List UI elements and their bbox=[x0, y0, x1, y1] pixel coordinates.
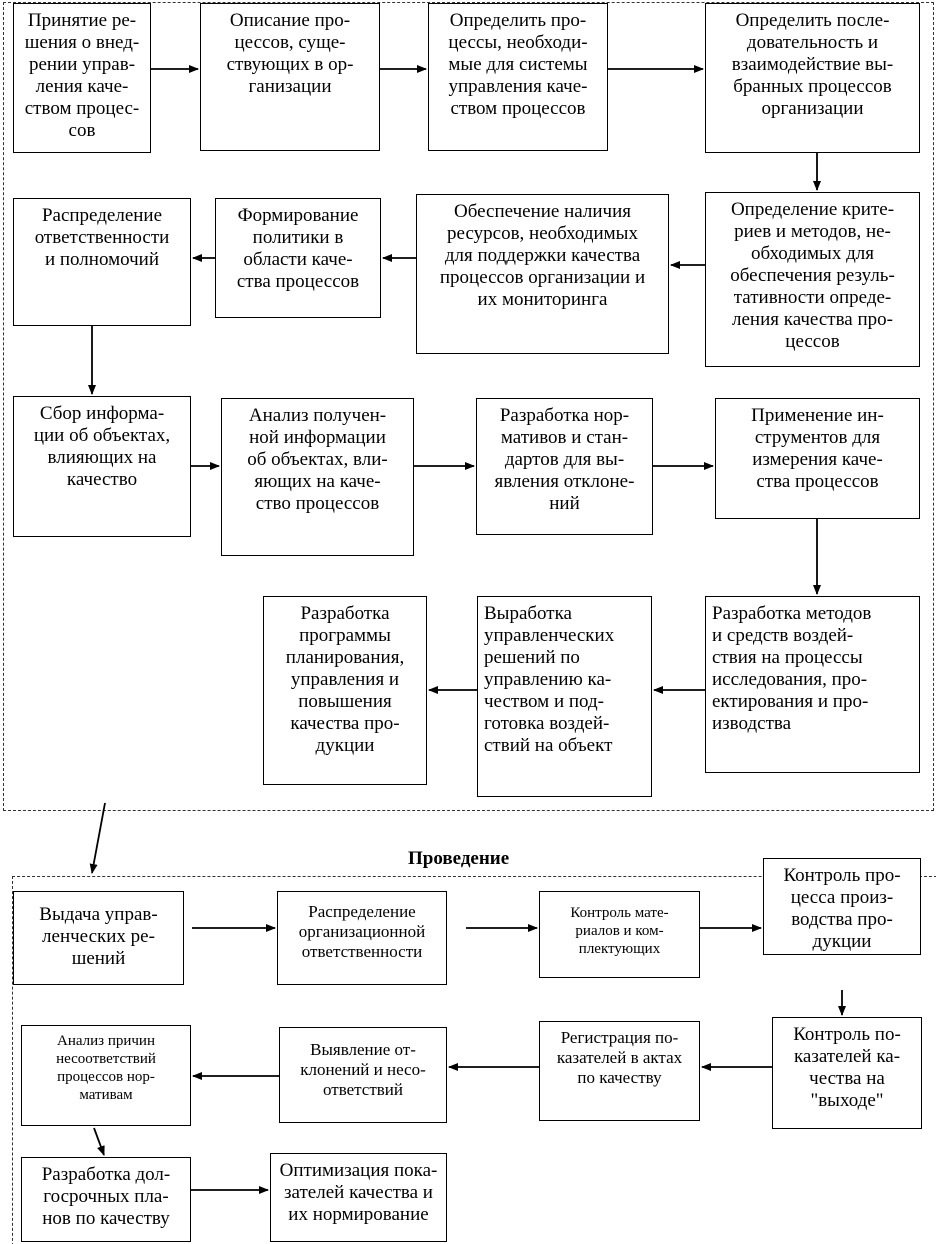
decision-to-implement-box: Принятие ре- шения о внед- рении управ- … bbox=[13, 3, 151, 153]
define-sequence-box: Определить после- довательность и взаимо… bbox=[705, 3, 920, 153]
measurement-tools-box: Применение ин- струментов для измерения … bbox=[715, 398, 920, 519]
control-production-box: Контроль про- цесса произ- водства про- … bbox=[763, 858, 921, 955]
develop-program-box: Разработка программы планирования, управ… bbox=[263, 596, 427, 785]
quality-policy-box: Формирование политики в области каче- ст… bbox=[215, 198, 381, 318]
management-decisions-box: Выработка управленческих решений по упра… bbox=[477, 596, 652, 797]
control-materials-box: Контроль мате- риалов и ком- плектующих bbox=[539, 891, 700, 978]
assign-responsibility-box: Распределение ответственности и полномоч… bbox=[13, 198, 191, 326]
register-indicators-box: Регистрация по- казателей в актах по кач… bbox=[539, 1021, 700, 1121]
collect-information-box: Сбор информа- ции об объектах, влияющих … bbox=[13, 396, 191, 537]
optimize-indicators-box: Оптимизация пока- зателей качества и их … bbox=[270, 1153, 447, 1242]
ensure-resources-box: Обеспечение наличия ресурсов, необходимы… bbox=[416, 194, 669, 354]
arrow-planning-to-execution bbox=[89, 802, 106, 874]
analyze-information-box: Анализ получен- ной информации об объект… bbox=[221, 398, 414, 556]
describe-processes-box: Описание про- цессов, суще- ствующих в о… bbox=[200, 3, 380, 151]
identify-deviations-box: Выявление от- клонений и несо- ответстви… bbox=[279, 1027, 447, 1123]
develop-standards-box: Разработка нор- мативов и стан- дартов д… bbox=[476, 398, 653, 535]
planning-frame bbox=[3, 2, 934, 811]
control-output-box: Контроль по- казателей ка- чества на "вы… bbox=[772, 1017, 922, 1129]
long-term-plans-box: Разработка дол- госрочных пла- нов по ка… bbox=[21, 1157, 191, 1242]
issue-decisions-box: Выдача управ- ленческих ре- шений bbox=[13, 891, 184, 985]
execution-frame bbox=[12, 876, 936, 1244]
assign-org-responsibility-box: Распределение организационной ответствен… bbox=[277, 891, 447, 985]
define-required-processes-box: Определить про- цессы, необходи- мые для… bbox=[428, 3, 608, 151]
define-criteria-box: Определение крите- риев и методов, не- о… bbox=[705, 192, 920, 367]
develop-methods-box: Разработка методов и средств воздей- ств… bbox=[705, 596, 920, 773]
analyze-nonconformity-box: Анализ причин несоответствий процессов н… bbox=[21, 1025, 191, 1126]
section-title: Проведение bbox=[408, 848, 510, 869]
